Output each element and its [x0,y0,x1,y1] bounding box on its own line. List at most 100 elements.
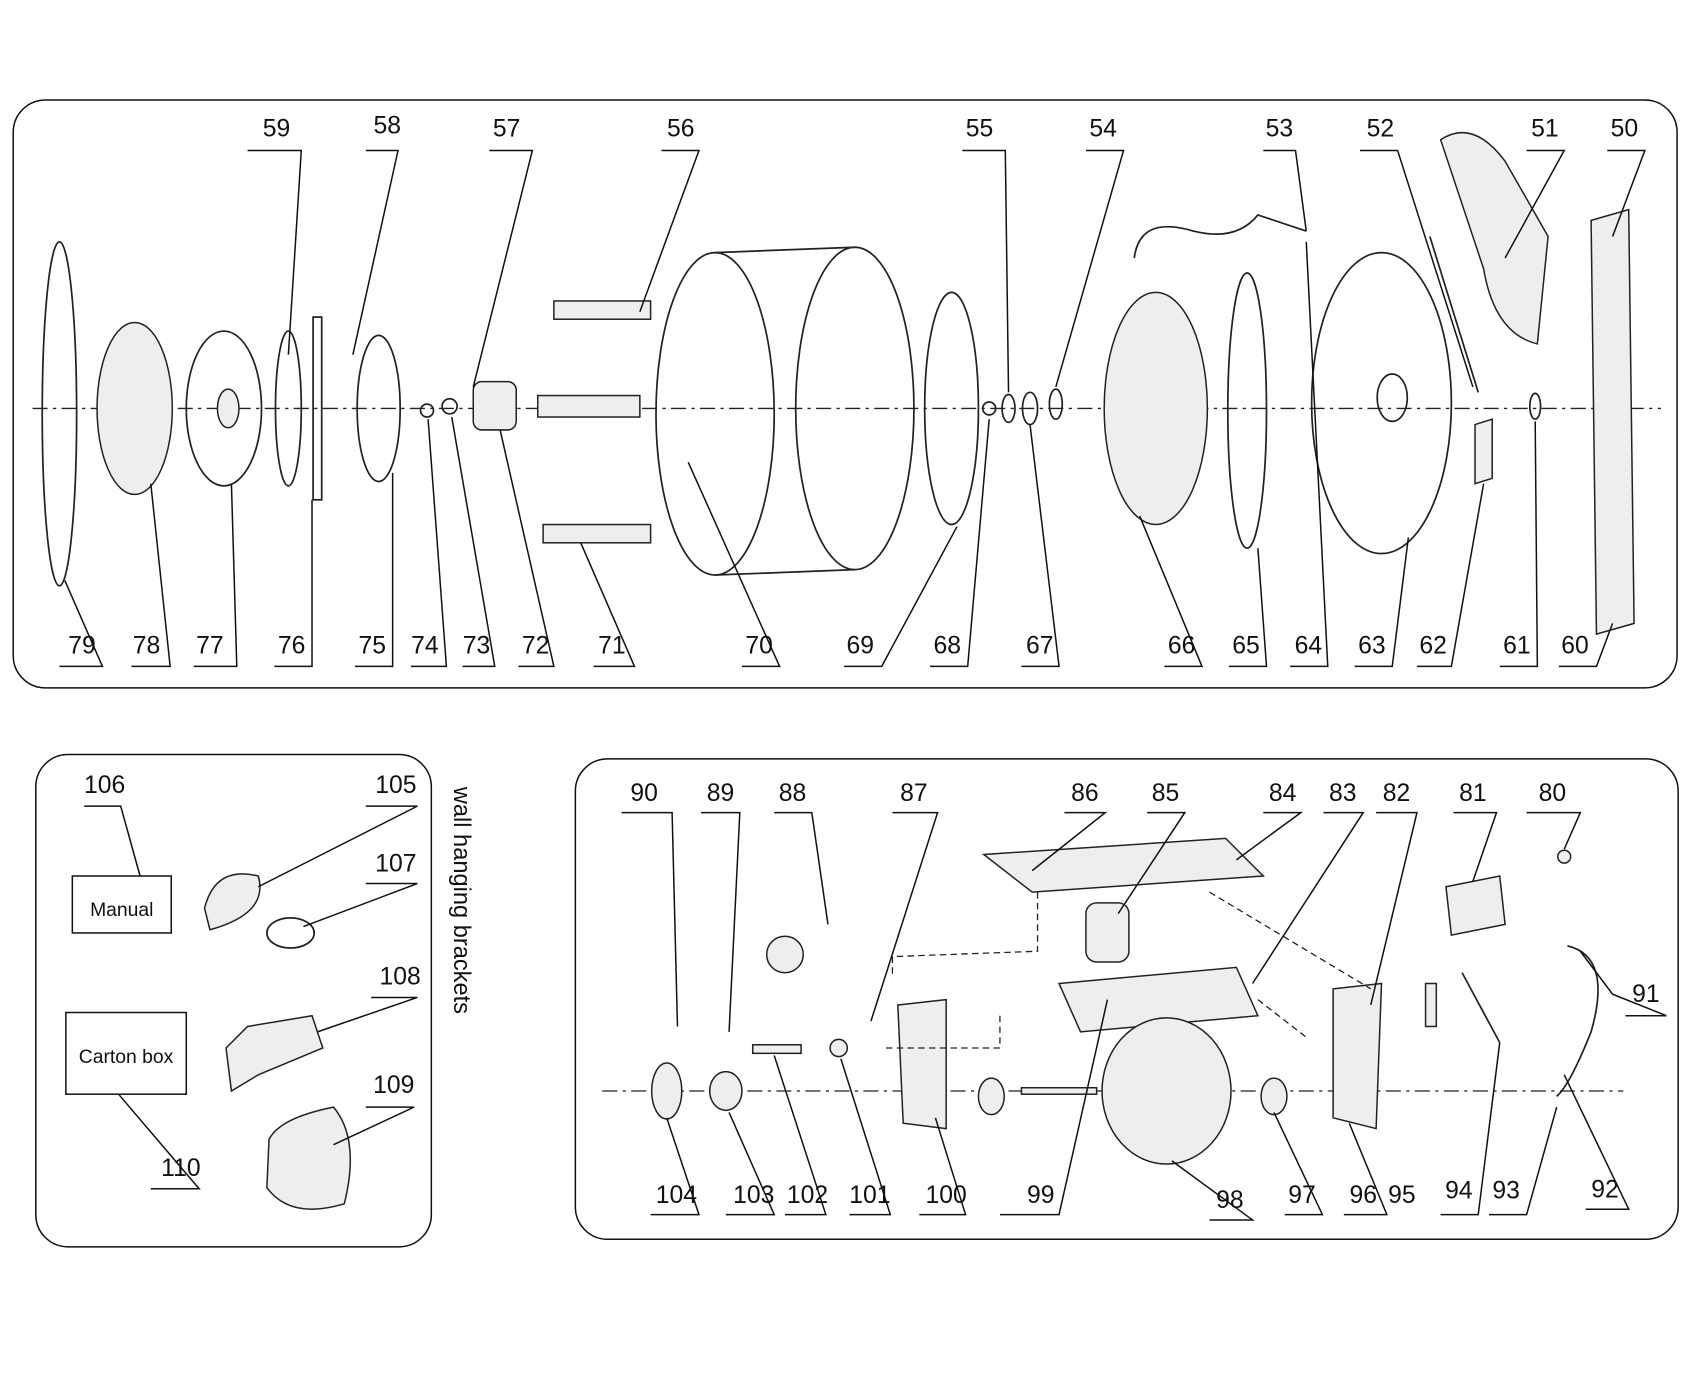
part-108-exhaust-adapter [225,1014,324,1093]
part-99-coupler [977,1077,1005,1116]
part-107-hose-clamp [266,917,316,949]
part-63-bulkhead [1310,251,1453,555]
accessory-panel-frame [35,753,433,1248]
callout-label: 94 [1445,1177,1473,1204]
callout-label: 53 [1266,116,1294,143]
callout-label: 99 [1027,1182,1055,1209]
callout-label: 85 [1152,780,1180,807]
part-53-wire-harness [1133,213,1307,259]
callout-label: 92 [1591,1176,1619,1203]
part-61-washer [1528,392,1542,421]
wall-hanging-brackets-caption: wall hanging brackets [448,786,474,1014]
callout-label: 95 [1388,1182,1416,1209]
callout-label: 81 [1459,780,1487,807]
part-109-bracket-pack [266,1106,352,1210]
part-76-plate [312,316,323,501]
part-52-strip [1429,236,1480,393]
accessory-leaders [84,805,418,1190]
part-79-seal-ring [41,240,78,587]
part-72-bearing-housing [472,380,517,431]
top-panel-frame [12,99,1678,689]
part-95-pin [1424,982,1438,1028]
top-leaders [59,149,1646,668]
part-85-capacitor [1085,902,1130,963]
callout-label: 96 [1349,1182,1377,1209]
callout-label: 86 [1071,780,1099,807]
manual-label: Manual [90,899,153,921]
callout-label: 56 [667,116,695,143]
part-83-motor-bracket [1057,966,1260,1033]
wiring-dash [881,891,1372,1049]
callout-label: 52 [1367,116,1395,143]
callout-label: 65 [1232,633,1260,660]
part-77-hub [216,388,240,429]
callout-label: 57 [493,116,521,143]
callout-label: 90 [630,780,658,807]
part-56-lifter [553,300,652,320]
part-66-blower-wheel [1103,291,1209,526]
callout-label: 98 [1216,1187,1244,1214]
part-103-idler [708,1070,743,1112]
part-104-pulley [650,1062,683,1120]
callout-label: 60 [1561,633,1589,660]
callout-label: 78 [133,633,161,660]
part-55-clip [1001,393,1016,424]
part-74-washer [419,403,435,418]
part-71-lifter [542,523,652,544]
callout-label: 104 [656,1182,697,1209]
callout-label: 87 [900,780,928,807]
callout-label: 69 [846,633,874,660]
callout-label: 106 [84,772,125,799]
part-91-ground-wire [1556,945,1599,1098]
part-63-hub [1376,373,1409,423]
callout-label: 79 [68,633,96,660]
callout-label: 64 [1295,633,1323,660]
callout-label: 110 [161,1155,200,1182]
callout-label: 55 [966,116,994,143]
callout-label: 105 [375,772,416,799]
callout-label: 91 [1632,981,1660,1008]
callout-label: 107 [375,851,416,878]
carton-box [65,1011,188,1095]
motor-panel-frame [574,758,1679,1241]
callout-label: 67 [1026,633,1054,660]
callout-label: 89 [707,780,735,807]
callout-label: 80 [1539,780,1567,807]
part-51-duct [1439,131,1549,345]
part-102-bolt [751,1043,802,1055]
part-100-motor-mount [897,998,947,1130]
callout-label: 66 [1168,633,1196,660]
callout-label: 72 [522,633,549,660]
callout-label: 61 [1503,633,1531,660]
callout-label: 54 [1089,116,1117,143]
part-78-filter-grille [96,321,174,496]
part-99-shaft [1020,1086,1098,1095]
callout-label: 100 [926,1182,967,1209]
carton-box-label: Carton box [79,1046,174,1068]
part-84-mounting-plate [981,837,1265,893]
part-73-washer [441,397,458,415]
callout-label: 62 [1419,633,1447,660]
part-97-coupler [1260,1077,1288,1116]
part-69-drum-seal [923,291,980,526]
callout-label: 58 [374,112,402,139]
part-105-screw-pack [203,873,261,931]
part-59-disc [274,330,303,487]
part-75-spider-flange [356,334,402,483]
callout-label: 59 [263,116,291,143]
callout-label: 75 [358,633,386,660]
part-81-label [1445,875,1506,937]
callout-label: 84 [1269,780,1297,807]
callout-label: 71 [598,633,626,660]
callout-label: 63 [1358,633,1386,660]
part-101-spacer [829,1038,849,1058]
callout-label: 50 [1611,116,1639,143]
callout-label: 101 [849,1182,890,1209]
part-60-support-bracket [1590,208,1635,636]
callout-label: 51 [1531,116,1559,143]
callout-label: 108 [380,964,421,991]
part-77-cover-plate [185,330,263,487]
callout-label: 93 [1492,1177,1520,1204]
